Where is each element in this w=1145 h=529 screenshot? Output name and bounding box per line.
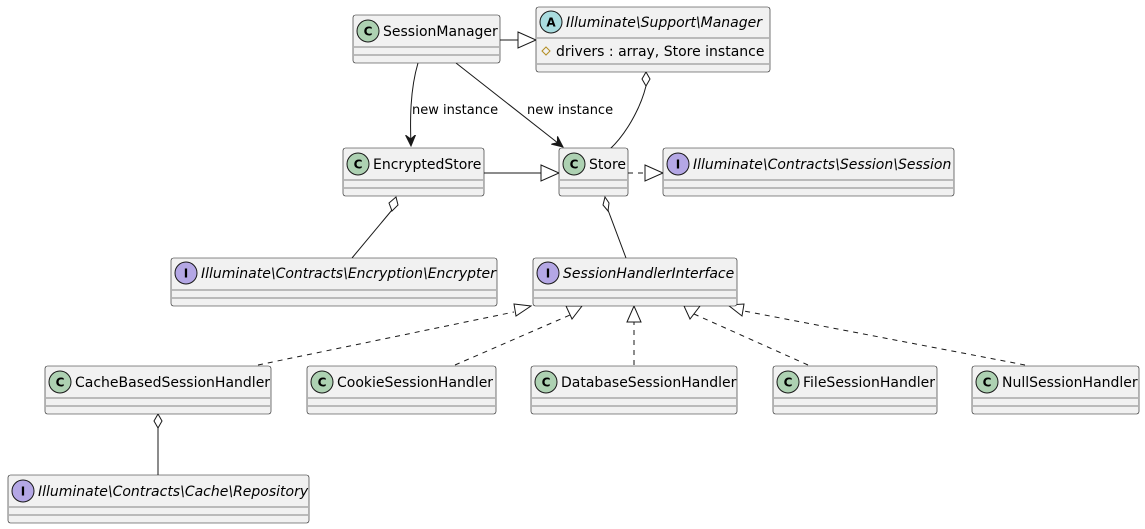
realization-arrowhead-icon xyxy=(565,305,584,320)
realization-arrowhead-icon xyxy=(513,303,533,317)
aggregation-diamond-icon xyxy=(388,196,399,212)
edge-cachehandler-implements xyxy=(257,311,515,366)
edge-nullhandler-implements xyxy=(743,310,1026,366)
svg-text:C: C xyxy=(983,376,992,390)
class-sessionmanager[interactable]: C SessionManager xyxy=(352,14,501,64)
class-filesessionhandler[interactable]: C FileSessionHandler xyxy=(772,365,938,415)
interface-sessionhandler[interactable]: I SessionHandlerInterface xyxy=(532,257,738,307)
svg-text:C: C xyxy=(784,376,793,390)
interface-session-contract[interactable]: I Illuminate\Contracts\Session\Session xyxy=(662,147,955,197)
class-name: Store xyxy=(589,157,626,173)
aggregation-diamond-icon xyxy=(641,70,651,88)
svg-text:C: C xyxy=(364,25,373,39)
class-name: EncryptedStore xyxy=(373,157,481,173)
edge-sessionmanager-to-encryptedstore xyxy=(411,62,419,146)
interface-i-icon xyxy=(11,479,35,503)
class-support-manager[interactable]: A Illuminate\Support\Manager drivers : a… xyxy=(535,6,771,73)
class-name: NullSessionHandler xyxy=(1002,375,1138,391)
svg-text:A: A xyxy=(546,16,556,30)
edge-cookiehandler-implements xyxy=(454,314,571,366)
svg-text:C: C xyxy=(354,158,363,172)
class-name: CacheBasedSessionHandler xyxy=(75,375,270,391)
svg-text:I: I xyxy=(184,267,188,281)
svg-text:C: C xyxy=(318,376,327,390)
attribute-drivers: drivers : array, Store instance xyxy=(556,44,764,60)
class-name: DatabaseSessionHandler xyxy=(561,375,737,391)
class-name: Illuminate\Contracts\Session\Session xyxy=(693,157,951,173)
class-name: FileSessionHandler xyxy=(803,375,935,391)
realization-arrowhead-icon xyxy=(683,305,702,320)
class-name: Illuminate\Contracts\Cache\Repository xyxy=(38,484,309,500)
inheritance-arrowhead-icon xyxy=(540,164,561,182)
class-databasesessionhandler[interactable]: C DatabaseSessionHandler xyxy=(530,365,738,415)
edge-filehandler-implements xyxy=(693,313,809,366)
class-c-icon xyxy=(310,370,334,394)
class-name: Illuminate\Contracts\Encryption\Encrypte… xyxy=(201,266,497,282)
interface-i-icon xyxy=(174,261,198,285)
svg-text:C: C xyxy=(542,376,551,390)
class-name: SessionManager xyxy=(383,24,498,40)
interface-cache-repository[interactable]: I Illuminate\Contracts\Cache\Repository xyxy=(7,474,310,524)
edge-label-new-instance-store: new instance xyxy=(527,103,613,118)
class-name: SessionHandlerInterface xyxy=(563,266,734,282)
svg-text:I: I xyxy=(676,158,680,172)
class-c-icon xyxy=(346,152,370,176)
interface-i-icon xyxy=(666,152,690,176)
edge-store-aggregates-handlerinterface xyxy=(607,209,627,259)
class-c-icon xyxy=(48,370,72,394)
svg-text:C: C xyxy=(570,158,579,172)
inheritance-arrowhead-icon xyxy=(517,31,538,49)
svg-text:I: I xyxy=(21,485,25,499)
edge-manager-aggregates-store xyxy=(609,85,647,150)
aggregation-diamond-icon xyxy=(602,195,610,213)
edge-sessionmanager-to-store xyxy=(455,62,563,147)
interface-encrypter-contract[interactable]: I Illuminate\Contracts\Encryption\Encryp… xyxy=(170,257,498,307)
edges xyxy=(153,31,1026,475)
class-name: Illuminate\Support\Manager xyxy=(566,15,763,31)
class-nullsessionhandler[interactable]: C NullSessionHandler xyxy=(971,365,1140,415)
class-c-icon xyxy=(776,370,800,394)
aggregation-diamond-icon xyxy=(153,412,163,430)
edge-label-new-instance-encrypted: new instance xyxy=(412,103,498,118)
class-cookiesessionhandler[interactable]: C CookieSessionHandler xyxy=(306,365,497,415)
class-encryptedstore[interactable]: C EncryptedStore xyxy=(342,147,485,197)
protected-attribute-icon xyxy=(541,46,551,56)
class-store[interactable]: C Store xyxy=(558,147,629,197)
class-c-icon xyxy=(975,370,999,394)
svg-text:I: I xyxy=(546,267,550,281)
class-name: CookieSessionHandler xyxy=(337,375,493,391)
edge-encryptedstore-aggregates-encrypter xyxy=(351,209,393,259)
class-c-icon xyxy=(534,370,558,394)
interface-i-icon xyxy=(536,261,560,285)
class-c-icon xyxy=(562,152,586,176)
abstract-a-icon xyxy=(539,10,563,34)
class-c-icon xyxy=(356,19,380,43)
realization-arrowhead-icon xyxy=(626,304,642,323)
realization-arrowhead-icon xyxy=(644,164,665,182)
class-cachebasedsessionhandler[interactable]: C CacheBasedSessionHandler xyxy=(44,365,272,415)
svg-text:C: C xyxy=(56,376,65,390)
